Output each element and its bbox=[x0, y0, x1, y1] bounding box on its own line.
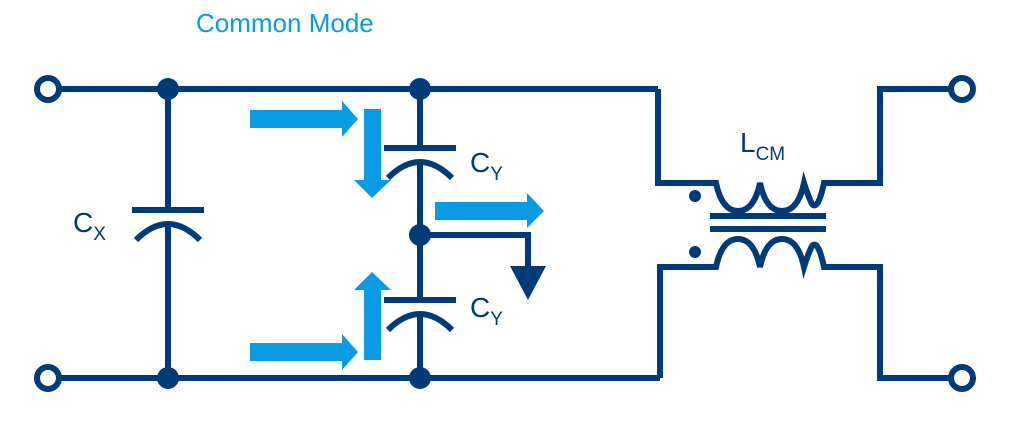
flow-arrow-cy-bottom-up bbox=[354, 272, 391, 360]
junction-node bbox=[157, 78, 179, 100]
junction-node bbox=[409, 224, 431, 246]
bottom-rail bbox=[57, 264, 712, 381]
junction-node bbox=[409, 78, 431, 100]
flow-arrow-top-right bbox=[250, 101, 358, 137]
flow-arrow-cy-top-down bbox=[354, 109, 391, 198]
cy-bottom-capacitor bbox=[384, 235, 456, 378]
polarity-dot-bottom bbox=[689, 246, 701, 258]
polarity-dot-top bbox=[689, 190, 701, 202]
ground-connection bbox=[420, 232, 546, 300]
junction-node bbox=[157, 367, 179, 389]
input-terminal-top bbox=[34, 75, 62, 103]
ground-arrow-icon bbox=[510, 266, 546, 300]
cy-bottom-label: CY bbox=[470, 292, 503, 330]
lcm-label: LCM bbox=[740, 127, 785, 165]
cx-label: CX bbox=[73, 207, 106, 245]
output-terminal-bottom bbox=[948, 364, 976, 392]
lcm-choke bbox=[689, 171, 827, 279]
junction-node bbox=[409, 367, 431, 389]
choke-bottom-winding bbox=[712, 235, 827, 279]
output-terminal-top bbox=[948, 75, 976, 103]
choke-top-winding bbox=[712, 171, 827, 215]
top-rail bbox=[57, 86, 712, 186]
flow-arrow-bottom-right bbox=[250, 334, 358, 370]
cy-top-label: CY bbox=[470, 147, 503, 185]
diagram-title: Common Mode bbox=[196, 8, 374, 38]
output-wiring bbox=[826, 86, 950, 381]
flow-arrow-ground-right bbox=[435, 193, 544, 228]
cx-capacitor bbox=[132, 89, 204, 378]
input-terminal-bottom bbox=[34, 364, 62, 392]
